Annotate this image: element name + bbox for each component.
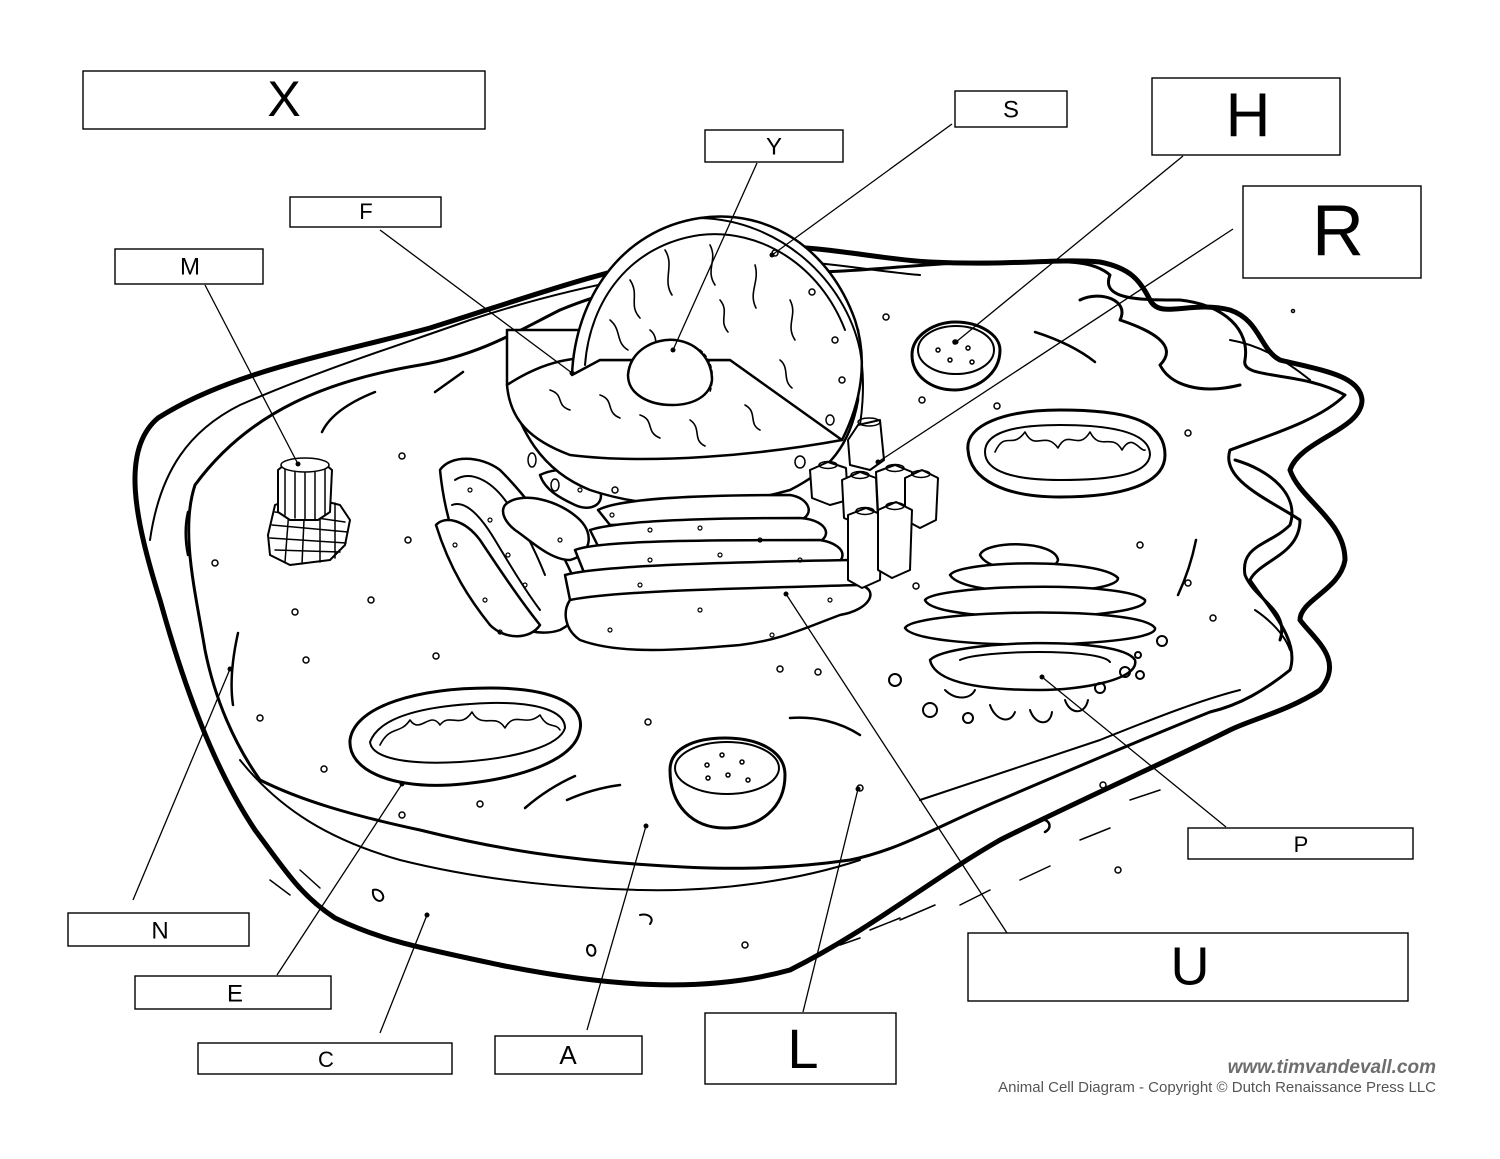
label-c: C (198, 1043, 452, 1074)
label-c-text: C (318, 1047, 334, 1072)
label-s: S (955, 91, 1067, 127)
label-h: H (1152, 78, 1340, 155)
label-y-text: Y (766, 133, 782, 160)
label-a: A (495, 1036, 642, 1074)
label-m-text: M (180, 253, 200, 280)
label-x: X (83, 71, 485, 129)
label-u-text: U (1171, 936, 1210, 996)
label-l: L (705, 1013, 896, 1084)
copyright-notice: Animal Cell Diagram - Copyright © Dutch … (998, 1079, 1436, 1096)
mitochondrion-top-right (968, 410, 1165, 497)
label-f-text: F (359, 199, 372, 224)
label-h-text: H (1226, 81, 1271, 150)
nucleus (507, 217, 863, 505)
label-l-text: L (787, 1017, 818, 1080)
lysosome-top (912, 322, 1000, 390)
label-e: E (135, 976, 331, 1009)
label-x-text: X (267, 71, 300, 127)
label-a-text: A (559, 1040, 577, 1070)
label-r-text: R (1312, 191, 1364, 271)
website-credit: www.timvandevall.com (1228, 1057, 1436, 1078)
label-m: M (115, 249, 263, 284)
leader-n (133, 669, 230, 900)
label-y: Y (705, 130, 843, 162)
label-n-text: N (151, 917, 168, 944)
label-p-text: P (1294, 832, 1309, 857)
label-f: F (290, 197, 441, 227)
label-s-text: S (1003, 96, 1019, 123)
label-r: R (1243, 186, 1421, 278)
label-p: P (1188, 828, 1413, 859)
label-u: U (968, 933, 1408, 1001)
label-e-text: E (227, 980, 243, 1007)
lysosome-bottom (670, 738, 785, 828)
label-n: N (68, 913, 249, 946)
